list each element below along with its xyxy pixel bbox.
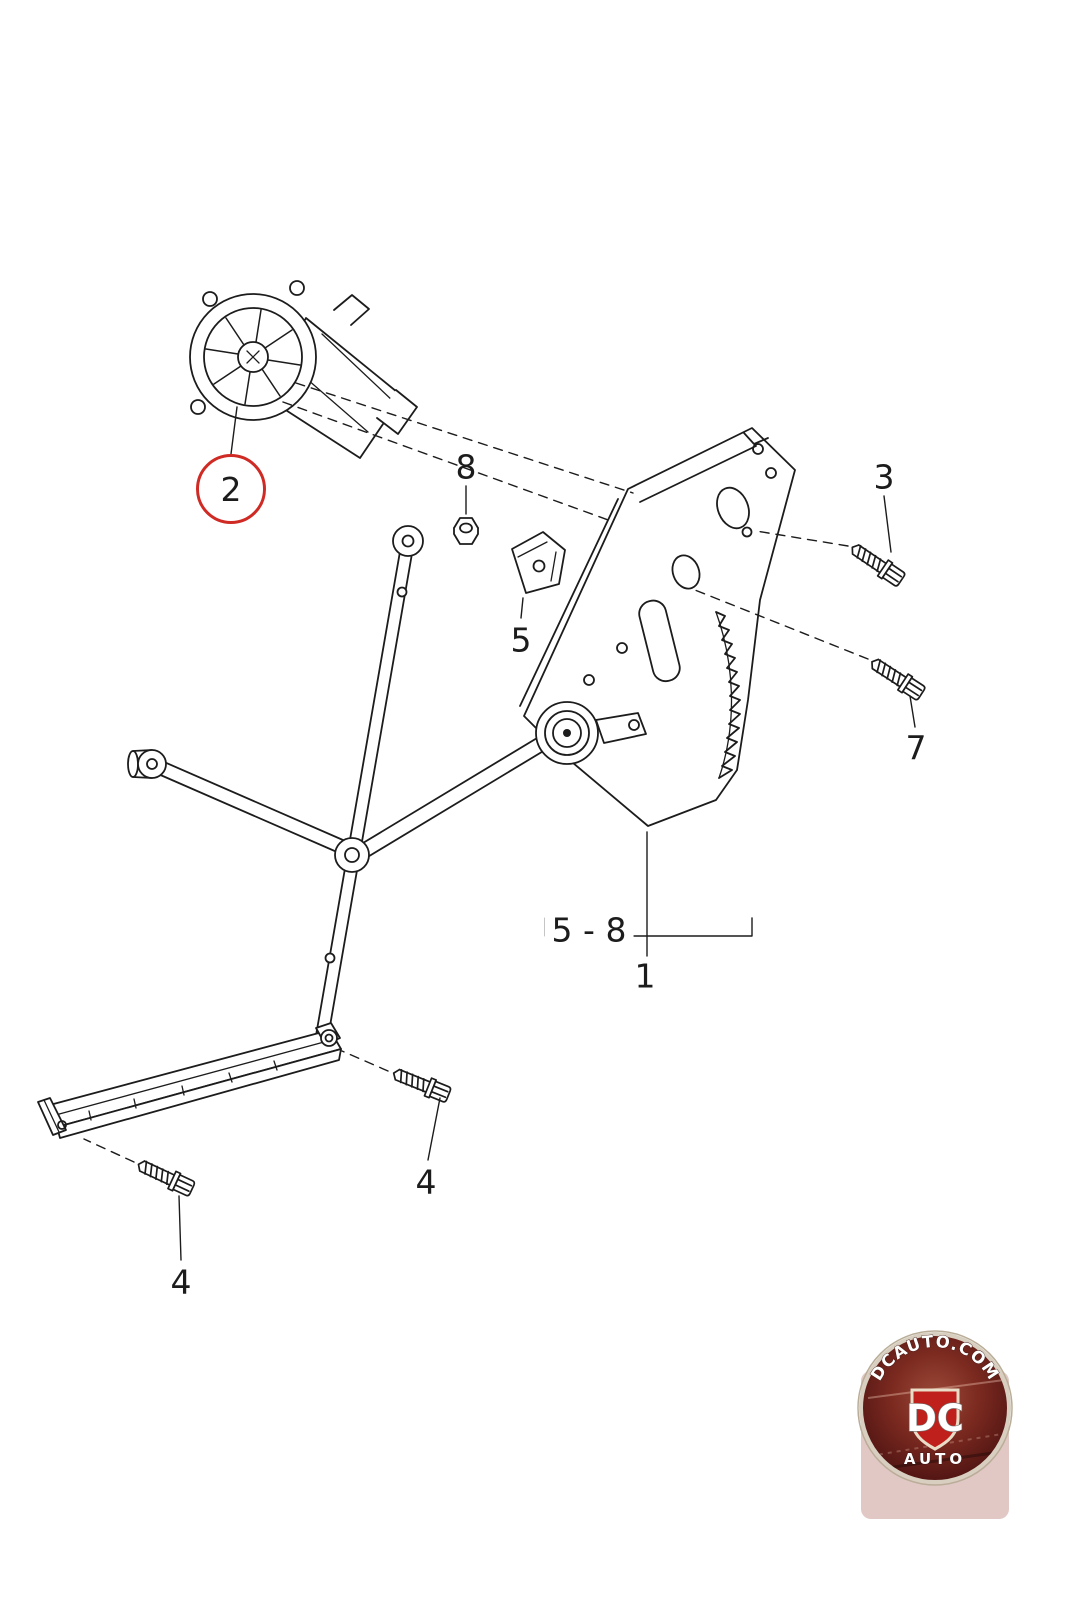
callout-4-left: 4 (170, 1262, 192, 1302)
leader-callout-7 (909, 695, 916, 728)
cable-drum (535, 701, 647, 765)
callout-range-5-8: 5 - 8 (544, 913, 634, 947)
dcauto-logo: DCAUTO.COM DC AUTO (857, 1330, 1013, 1519)
bolt-7 (865, 652, 928, 703)
plate-oval-hole (716, 486, 750, 530)
callout-8: 8 (455, 447, 477, 487)
screw-4-left (133, 1154, 197, 1199)
bottom-rail (37, 1022, 342, 1139)
plate-slot (638, 599, 681, 683)
logo-monogram: DC (906, 1397, 964, 1440)
rail-screw-hole (57, 1120, 67, 1130)
callout-2-highlight: 2 (196, 454, 266, 524)
dash-screw-4-right (341, 1050, 389, 1072)
lift-arms (127, 525, 561, 1050)
callout-4-right: 4 (415, 1162, 437, 1202)
drive-arm (357, 728, 561, 859)
dash-motor-upper (295, 382, 634, 494)
plate-rivet (583, 674, 595, 686)
bolt-3 (846, 538, 908, 590)
assembly-dashed-lines (83, 382, 869, 1163)
leader-callout-3 (883, 495, 892, 553)
clamp-5 (511, 531, 566, 594)
callout-2: 2 (220, 469, 242, 509)
dash-motor-lower (282, 401, 612, 522)
dash-screw-4-left (83, 1138, 135, 1163)
plate-rivet (616, 642, 628, 654)
logo-word: AUTO (904, 1450, 966, 1468)
leader-callout-4-right (427, 1097, 441, 1161)
main-arm (313, 539, 415, 1050)
plate-oval-hole (671, 554, 701, 590)
plate-hole (765, 467, 777, 479)
rail-roller (320, 1029, 338, 1047)
regulator-plate (519, 427, 796, 827)
arm-boss (392, 525, 424, 557)
logo-shield (910, 1388, 960, 1451)
callout-1: 1 (634, 956, 656, 996)
gear-spokes (205, 309, 301, 405)
plate-hole (752, 443, 764, 455)
screw-4-right (389, 1063, 453, 1105)
bolt-3-hole (741, 526, 753, 538)
pivot (334, 837, 370, 873)
callout-7: 7 (905, 728, 927, 768)
dash-bolt-3 (755, 530, 849, 547)
leader-callout-4-left (178, 1195, 182, 1261)
callout-3: 3 (873, 457, 895, 497)
leader-callout-2 (230, 406, 238, 455)
window-motor (189, 280, 418, 459)
cross-arm (148, 757, 360, 860)
arm-boss (137, 749, 167, 779)
nut-8 (453, 517, 479, 545)
callout-5: 5 (510, 620, 532, 660)
leader-callout-5 (520, 597, 524, 619)
gear-sector-teeth (715, 611, 741, 779)
